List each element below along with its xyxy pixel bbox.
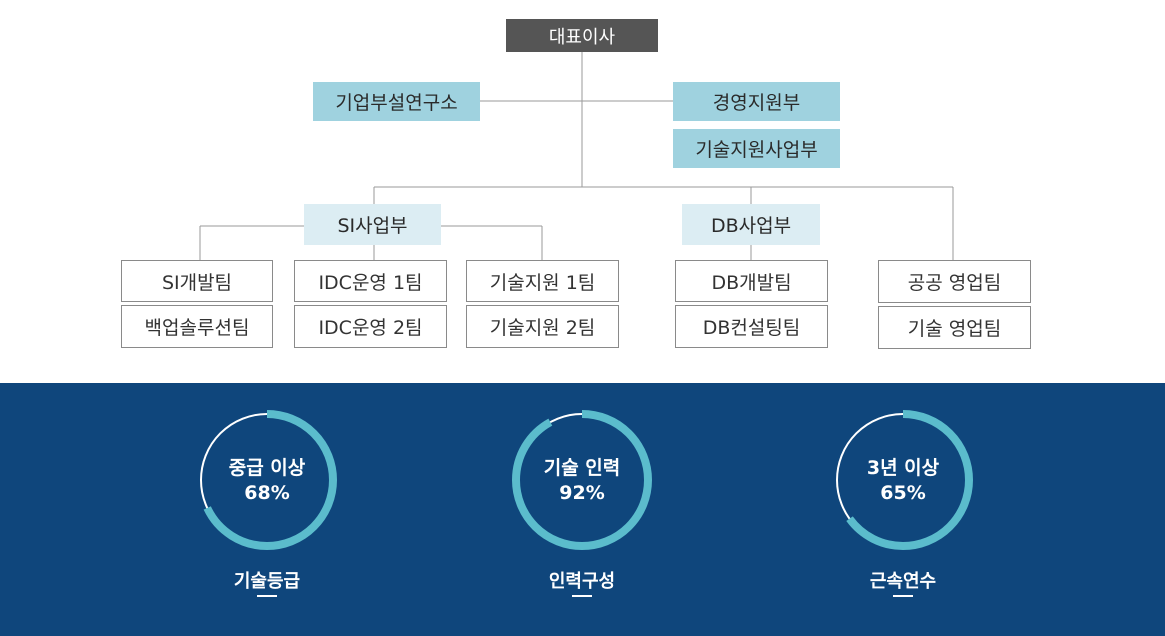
- label-underline: [257, 595, 277, 597]
- stat-label: 근속연수: [869, 571, 937, 592]
- stat-tech-grade: 중급 이상 68% 기술등급: [187, 383, 347, 636]
- team-tech-support-2: 기술지원 2팀: [466, 305, 619, 348]
- stat-value: 65%: [880, 482, 926, 504]
- label-underline: [572, 595, 592, 597]
- team-tech-sales: 기술 영업팀: [878, 306, 1031, 349]
- team-backup-solution: 백업솔루션팀: [121, 305, 273, 348]
- si-division-box: SI사업부: [304, 204, 441, 245]
- stats-panel: 중급 이상 68% 기술등급 기술 인력 92% 인력구성 3년 이상 65% …: [0, 383, 1165, 636]
- stat-value: 68%: [244, 482, 290, 504]
- team-db-consulting: DB컨설팅팀: [675, 305, 828, 348]
- team-db-dev: DB개발팀: [675, 260, 828, 302]
- stat-label: 기술등급: [233, 571, 301, 592]
- stat-value: 92%: [559, 482, 605, 504]
- team-si-dev: SI개발팀: [121, 260, 273, 302]
- stat-workforce: 기술 인력 92% 인력구성: [502, 383, 662, 636]
- stat-title: 기술 인력: [543, 457, 621, 479]
- team-tech-support-1: 기술지원 1팀: [466, 260, 619, 302]
- label-underline: [893, 595, 913, 597]
- stat-title: 3년 이상: [866, 457, 940, 479]
- progress-ring: [512, 410, 652, 550]
- tech-support-dept-box: 기술지원사업부: [673, 129, 840, 168]
- team-public-sales: 공공 영업팀: [878, 260, 1031, 303]
- progress-ring: [197, 410, 337, 550]
- rnd-center-box: 기업부설연구소: [313, 82, 480, 121]
- ceo-box: 대표이사: [506, 19, 658, 52]
- progress-ring: [833, 410, 973, 550]
- stat-title: 중급 이상: [228, 457, 306, 479]
- db-division-box: DB사업부: [682, 204, 820, 245]
- org-connector-lines: [199, 52, 954, 260]
- team-idc-1: IDC운영 1팀: [294, 260, 447, 302]
- management-support-box: 경영지원부: [673, 82, 840, 121]
- team-idc-2: IDC운영 2팀: [294, 305, 447, 348]
- stat-label: 인력구성: [548, 571, 616, 592]
- stat-tenure: 3년 이상 65% 근속연수: [823, 383, 983, 636]
